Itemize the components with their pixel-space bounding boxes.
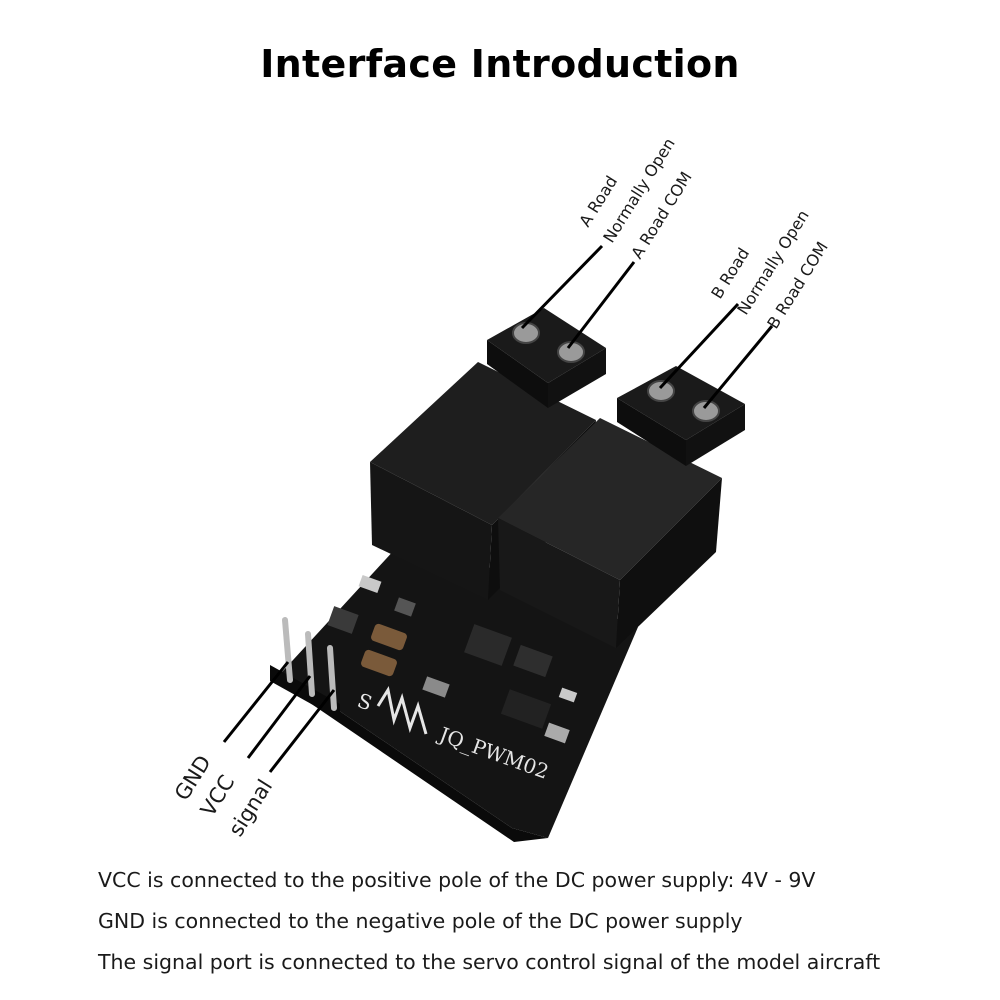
description-vcc: VCC is connected to the positive pole of…: [98, 868, 816, 892]
leader-gnd: [222, 661, 290, 743]
screw-b2: [692, 400, 720, 422]
leader-a-normally-open: [520, 244, 604, 330]
silkscreen-wave: [376, 686, 428, 735]
leader-b-normally-open: [658, 302, 740, 390]
leader-b-road-com: [702, 325, 774, 409]
leader-a-road-com: [566, 261, 636, 349]
description-signal: The signal port is connected to the serv…: [98, 950, 881, 974]
screw-b1: [647, 380, 675, 402]
terminal-block-a: [487, 308, 606, 408]
page-title: Interface Introduction: [260, 42, 740, 86]
terminal-block-b: [617, 366, 745, 466]
relay-b: [498, 418, 722, 648]
leader-signal: [268, 689, 336, 773]
description-gnd: GND is connected to the negative pole of…: [98, 909, 743, 933]
leader-vcc: [246, 675, 312, 759]
